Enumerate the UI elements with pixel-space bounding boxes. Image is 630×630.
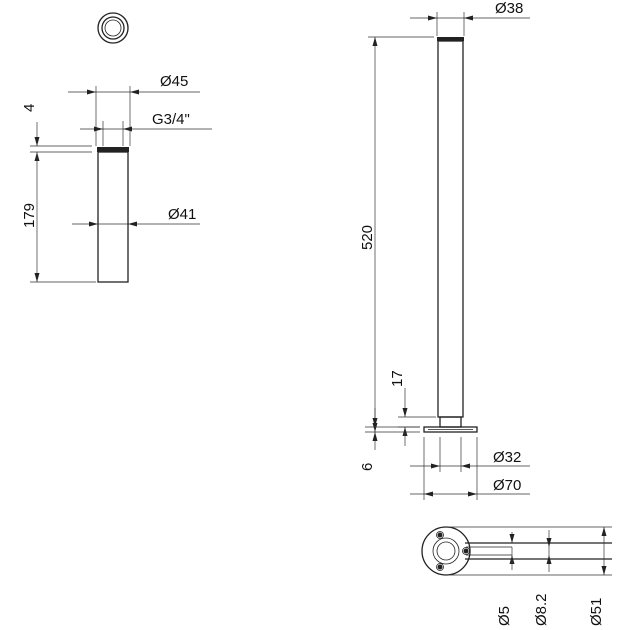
dim-short-pipe-thread: G3/4" — [80, 111, 212, 146]
label-short-pipe-thread: G3/4" — [152, 111, 190, 128]
label-column-base-diameter: Ø70 — [493, 477, 521, 494]
dim-short-pipe-heights: 4 179 — [21, 104, 96, 283]
short-pipe-top-view — [97, 12, 129, 44]
label-column-height: 520 — [359, 225, 376, 250]
label-base-hole-diameter: Ø5 — [496, 606, 513, 626]
dim-column-neck-diameter: Ø32 — [410, 437, 530, 472]
dim-column-height: 520 — [359, 36, 434, 433]
dim-base-flange-diameter: Ø51 — [450, 526, 612, 626]
dim-short-pipe-outer-diameter: Ø45 — [68, 73, 200, 146]
base-plan-view — [421, 526, 612, 576]
label-short-pipe-collar-height: 4 — [21, 104, 38, 112]
label-column-neck-diameter: Ø32 — [493, 449, 521, 466]
label-column-base-thickness: 6 — [359, 463, 376, 471]
dim-column-neck-height: 17 — [389, 370, 436, 446]
dim-column-base-diameter: Ø70 — [410, 437, 530, 500]
label-short-pipe-length: 179 — [21, 203, 38, 228]
dim-base-hole-diameter: Ø5 — [496, 532, 515, 626]
dim-column-top-diameter: Ø38 — [410, 0, 530, 36]
label-base-hole-spacing: Ø8.2 — [533, 593, 550, 626]
label-column-top-diameter: Ø38 — [495, 0, 523, 17]
label-column-neck-height: 17 — [389, 370, 406, 387]
label-base-flange-diameter: Ø51 — [588, 598, 605, 626]
dim-column-base-thickness: 6 — [359, 408, 420, 471]
label-short-pipe-outer-diameter: Ø45 — [160, 73, 188, 90]
short-pipe-side-view — [97, 147, 129, 283]
column-side-view — [423, 37, 478, 433]
dim-base-hole-spacing: Ø8.2 — [533, 530, 552, 626]
dim-short-pipe-tube-diameter: Ø41 — [72, 206, 200, 227]
label-short-pipe-tube-diameter: Ø41 — [168, 206, 196, 223]
